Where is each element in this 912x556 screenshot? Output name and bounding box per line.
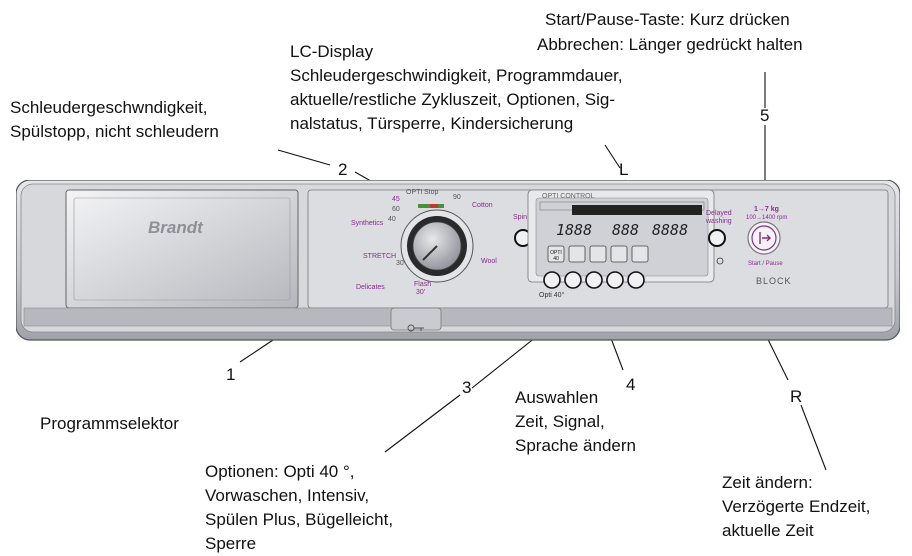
display-digits-b: 888 (612, 221, 640, 239)
time-change-button[interactable] (709, 230, 725, 246)
callout-1: 1 (226, 365, 236, 384)
capacity-label: 1→7 kg (754, 206, 779, 213)
program-selector-dial[interactable] (401, 210, 473, 282)
dial-40-label: 40 (388, 216, 396, 223)
select-label-line3: Sprache ändern (515, 436, 636, 455)
stretch-label: STRETCH (363, 253, 397, 260)
rpm-label: 100→1400 rpm (746, 215, 788, 221)
options-label-line4: Sperre (205, 534, 257, 553)
select-label-line2: Zeit, Signal, (515, 412, 605, 431)
option-button-easy-iron[interactable] (628, 272, 644, 288)
callout-2: 2 (338, 160, 348, 179)
display-segment-bar (572, 205, 702, 215)
callout-4: 4 (626, 375, 636, 394)
callout-5: 5 (760, 106, 770, 125)
display-digits-a: 1888 (556, 221, 593, 239)
lc-display-label-line3: aktuelle/restliche Zykluszeit, Optionen,… (290, 90, 616, 109)
spin-button[interactable] (515, 230, 531, 246)
dial-speed-45: 45 (392, 196, 400, 203)
options-label-line1: Optionen: Opti 40 °, (205, 462, 355, 481)
select-label-line1: Auswahlen (515, 388, 599, 407)
synthetics-label: Synthetics (351, 220, 384, 227)
callout-L: L (619, 160, 629, 179)
opti40-display-icon: OPTI 40 (550, 250, 562, 262)
wool-label: Wool (481, 258, 497, 265)
callout-R: R (790, 387, 803, 406)
spin-label-line2: Spülstopp, nicht schleudern (10, 122, 219, 141)
start-pause-label-line2: Abbrechen: Länger gedrückt halten (537, 35, 803, 54)
start-pause-label-line1: Start/Pause-Taste: Kurz drücken (545, 10, 790, 29)
option-button-rinse-plus[interactable] (607, 272, 623, 288)
display-digits-c: 8888 (652, 221, 689, 239)
delicates-label: Delicates (356, 284, 385, 291)
callout-3: 3 (462, 378, 472, 397)
lc-display-label-line2: Schleudergeschwindigkeit, Programmdauer, (290, 66, 623, 85)
options-label-line2: Vorwaschen, Intensiv, (205, 486, 370, 505)
opti40-button-label: Opti 40° (539, 292, 565, 299)
flash-30-label: 30' (416, 289, 426, 296)
lc-display-label-line4: nalstatus, Türsperre, Kindersicherung (290, 114, 574, 133)
dial-30-label: 30 (396, 260, 404, 267)
cotton-label: Cotton (472, 202, 493, 209)
washing-label: washing (706, 218, 732, 225)
washing-machine-control-panel: Brandt OPTI Stop 45 60 40 90 30 Cotton S… (16, 180, 900, 345)
dial-stop-label: Stop (424, 189, 439, 196)
opti-control-label: OPTI CONTROL (542, 193, 595, 200)
lc-display-label-line1: LC-Display (290, 42, 374, 61)
spin-label-line1: Schleudergeschwndigkeit, (10, 98, 208, 117)
delayed-label: Delayed (706, 210, 732, 217)
dial-opti-label: OPTI (406, 189, 423, 196)
spin-label: Spin (513, 214, 528, 221)
dial-90-label: 90 (453, 194, 461, 201)
block-label: BLOCK (756, 276, 792, 286)
panel-body (16, 180, 900, 341)
option-button-opti40[interactable] (544, 272, 560, 288)
time-change-label-line3: aktuelle Zeit (722, 521, 814, 540)
time-change-label-line2: Verzögerte Endzeit, (722, 497, 871, 516)
program-selector-label: Programmselektor (40, 414, 179, 433)
option-button-intensive[interactable] (586, 272, 602, 288)
brand-logo: Brandt (148, 218, 203, 237)
start-pause-button-label: Start / Pause (748, 261, 783, 267)
option-button-prewash[interactable] (565, 272, 581, 288)
options-label-line3: Spülen Plus, Bügelleicht, (205, 510, 394, 529)
start-pause-button[interactable] (748, 222, 780, 254)
time-change-label-line1: Zeit ändern: (722, 473, 813, 492)
flash-label: Flash (414, 281, 432, 288)
dial-60-label: 60 (392, 206, 400, 213)
